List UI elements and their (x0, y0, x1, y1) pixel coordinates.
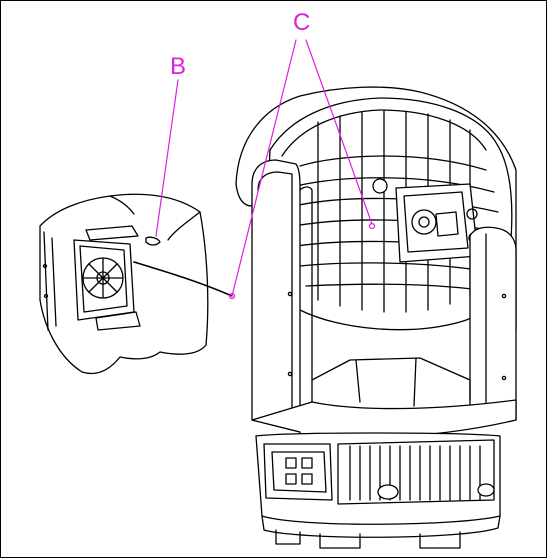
detached-rear-cover (39, 193, 236, 375)
callout-c-leader-left (231, 39, 297, 297)
yoke (251, 159, 517, 440)
callout-leaders (155, 39, 376, 297)
rear-cover-lens-window (73, 239, 135, 321)
callout-b-leader (155, 79, 179, 237)
callout-label-b: B (170, 53, 187, 80)
moving-head-fixture (235, 86, 517, 549)
callout-c-target (368, 222, 376, 230)
base (255, 432, 501, 549)
callout-c-leader-right (305, 39, 373, 225)
callout-label-c: C (293, 9, 311, 36)
